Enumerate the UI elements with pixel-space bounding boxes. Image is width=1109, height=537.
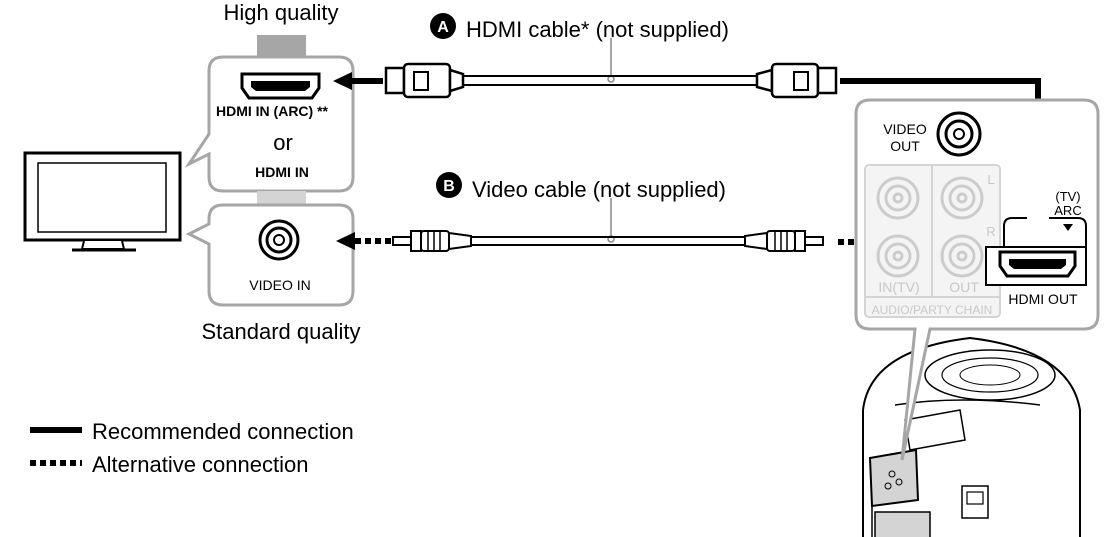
hdmi-port-icon [240, 72, 321, 100]
arrow-icon [333, 72, 352, 90]
cable-a-title: A HDMI cable* (not supplied) [430, 13, 729, 42]
cable-b-title: B Video cable (not supplied) [436, 172, 726, 202]
speaker-icon [862, 336, 1081, 537]
standard-quality-tab [257, 191, 306, 205]
panel-r-label: R [986, 224, 995, 239]
legend-alternative-label: Alternative connection [92, 452, 308, 477]
cable-b-label: Video cable (not supplied) [472, 177, 726, 202]
tv-arc-label-line1: (TV) [1055, 189, 1080, 204]
hdmi-out-label: HDMI OUT [1008, 291, 1078, 307]
audio-party-chain-block: L R IN(TV) OUT AUDIO/PARTY CHAIN [864, 164, 1001, 318]
video-in-label: VIDEO IN [249, 277, 310, 293]
tv-icon [23, 151, 182, 252]
panel-l-label: L [987, 172, 994, 187]
video-out-label-line1: VIDEO [883, 121, 927, 137]
hdmi-plug-icon [755, 62, 838, 99]
rca-plug-icon [392, 230, 472, 252]
standard-quality-label: Standard quality [202, 319, 361, 344]
arrow-icon [336, 232, 355, 250]
hdmi-in-arc-label: HDMI IN (ARC) ** [216, 103, 329, 119]
legend: Recommended connection Alternative conne… [30, 419, 354, 477]
panel-out-label: OUT [949, 279, 979, 295]
hdmi-port-icon [985, 246, 1087, 286]
rca-jack-icon [258, 219, 300, 261]
rca-plug-icon [744, 230, 824, 252]
arrow-icon [1063, 224, 1073, 231]
rca-jack-icon [936, 111, 982, 157]
panel-audio-party-chain-label: AUDIO/PARTY CHAIN [872, 303, 993, 317]
svg-text:A: A [437, 19, 449, 36]
hdmi-plug-icon [384, 62, 465, 99]
svg-text:B: B [443, 178, 455, 195]
high-quality-tab [257, 35, 306, 57]
panel-in-tv-label: IN(TV) [878, 279, 919, 295]
legend-recommended-label: Recommended connection [92, 419, 354, 444]
or-label: or [273, 130, 293, 155]
video-out-label-line2: OUT [890, 138, 920, 154]
cable-a-label: HDMI cable* (not supplied) [466, 17, 729, 42]
tv-arc-label-line2: ARC [1054, 203, 1081, 218]
high-quality-label: High quality [224, 0, 339, 25]
hdmi-in-label: HDMI IN [255, 164, 309, 180]
